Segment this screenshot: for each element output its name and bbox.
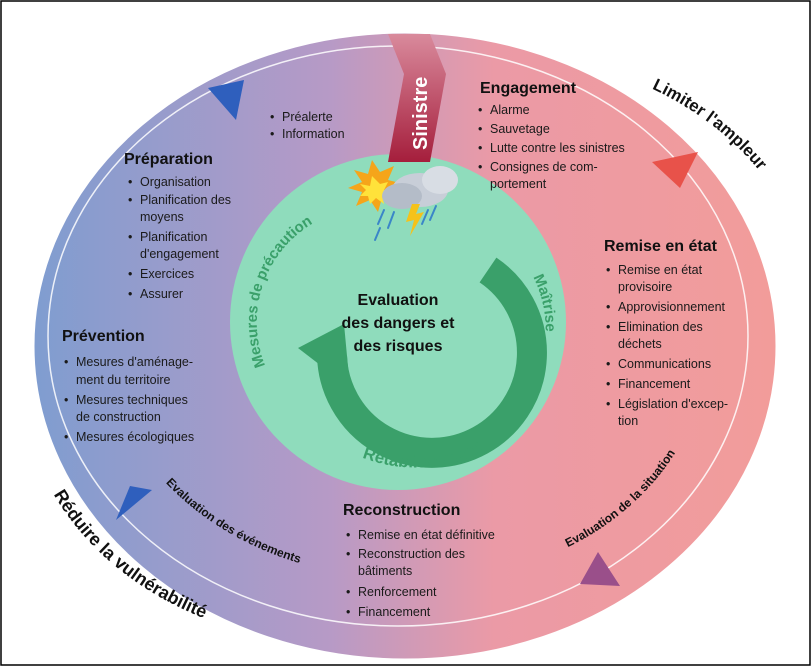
preparation-item-7: Assurer [140,287,183,301]
preparation-item-1: Organisation [140,175,211,189]
sinistre-arrow [388,34,446,162]
remise-bullet-6: • [606,397,610,411]
remise-bullet-5: • [606,377,610,391]
preparation-bullet-3: • [128,230,132,244]
center-line-2: des dangers et [342,315,456,332]
prevention-item-4: de construction [76,410,161,424]
engagement-bullet-4: • [478,160,482,174]
remise-item-9: tion [618,414,638,428]
remise-title: Remise en état [604,238,718,255]
prealerte-block: • Préalerte • Information [270,110,345,141]
prealerte-bullet-1: • [270,110,274,124]
circular-arrow-head [298,324,350,388]
preparation-title: Préparation [124,151,213,168]
circular-arrow-body [317,257,547,468]
reconstruction-title: Reconstruction [343,502,460,519]
reconstruction-bullet-1: • [346,528,350,542]
cycle-arrow-bottom-right [580,552,620,586]
storm-icon [348,160,458,241]
remise-item-4: Elimination des [618,320,703,334]
preparation-bullet-5: • [128,287,132,301]
reconstruction-bullet-4: • [346,605,350,619]
cycle-arrow-right [652,152,698,188]
prevention-bullet-1: • [64,355,68,369]
prevention-item-3: Mesures techniques [76,393,188,407]
remise-bullet-3: • [606,320,610,334]
prealerte-item-1: Préalerte [282,110,333,124]
engagement-block: Engagement • Alarme • Sauvetage • Lutte … [478,80,625,191]
inner-circle [230,154,566,490]
engagement-item-3: Lutte contre les sinistres [490,141,625,155]
reconstruction-item-5: Financement [358,605,431,619]
prealerte-item-2: Information [282,127,345,141]
preparation-item-4: Planification [140,230,207,244]
prevention-item-5: Mesures écologiques [76,430,194,444]
engagement-bullet-2: • [478,122,482,136]
preparation-item-6: Exercices [140,267,194,281]
remise-item-8: Législation d'excep- [618,397,728,411]
preparation-item-5: d'engagement [140,247,219,261]
engagement-item-4: Consignes de com- [490,160,598,174]
remise-item-5: déchets [618,337,662,351]
cycle-arrow-left [116,486,152,520]
reconstruction-item-1: Remise en état définitive [358,528,495,542]
prevention-bullet-2: • [64,393,68,407]
prealerte-bullet-2: • [270,127,274,141]
prevention-bullet-3: • [64,430,68,444]
prevention-title: Prévention [62,328,145,345]
remise-bullet-4: • [606,357,610,371]
preparation-bullet-1: • [128,175,132,189]
center-line-3: des risques [354,338,443,355]
engagement-item-5: portement [490,177,547,191]
remise-item-6: Communications [618,357,711,371]
engagement-item-2: Sauvetage [490,122,550,136]
engagement-item-1: Alarme [490,103,530,117]
reconstruction-bullet-3: • [346,585,350,599]
preparation-item-3: moyens [140,210,184,224]
center-line-1: Evaluation [358,292,439,309]
remise-item-3: Approvisionnement [618,300,726,314]
remise-item-1: Remise en état [618,263,703,277]
prevention-block: Prévention • Mesures d'aménage- ment du … [62,328,194,444]
reconstruction-block: Reconstruction • Remise en état définiti… [343,502,495,619]
engagement-title: Engagement [480,80,577,97]
preparation-bullet-2: • [128,193,132,207]
cycle-arrow-top-left [208,80,244,120]
reconstruction-bullet-2: • [346,547,350,561]
preparation-bullet-4: • [128,267,132,281]
remise-bullet-1: • [606,263,610,277]
sinistre-label: Sinistre [410,77,432,150]
prevention-item-1: Mesures d'aménage- [76,355,193,369]
prevention-item-2: ment du territoire [76,373,171,387]
remise-block: Remise en état • Remise en état provisoi… [604,238,728,428]
reconstruction-item-3: bâtiments [358,564,412,578]
engagement-bullet-3: • [478,141,482,155]
reconstruction-item-4: Renforcement [358,585,437,599]
reconstruction-item-2: Reconstruction des [358,547,465,561]
remise-item-2: provisoire [618,280,672,294]
remise-bullet-2: • [606,300,610,314]
preparation-block: Préparation • Organisation • Planificati… [124,151,231,301]
engagement-bullet-1: • [478,103,482,117]
preparation-item-2: Planification des [140,193,231,207]
remise-item-7: Financement [618,377,691,391]
